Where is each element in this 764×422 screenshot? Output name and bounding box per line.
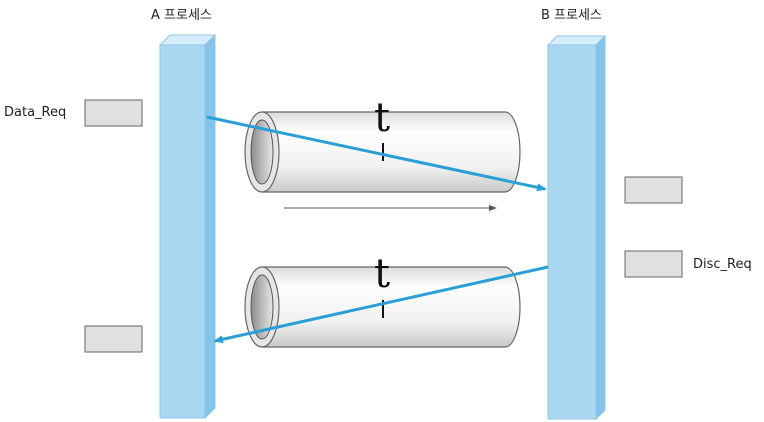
process-a-label: A 프로세스	[151, 8, 212, 23]
data-req-arrow	[206, 115, 547, 192]
process-b-bar	[546, 34, 607, 421]
disc-req-label: Disc_Req	[693, 257, 752, 272]
b-received-box	[624, 176, 683, 204]
data-req-label: Data_Req	[4, 105, 67, 120]
process-b-label: B 프로세스	[541, 8, 602, 23]
disc-req-arrow	[213, 265, 549, 344]
data-req-box	[84, 99, 143, 127]
disc-req-box	[624, 250, 683, 278]
process-a-bar	[158, 33, 217, 420]
top-time-label: t	[374, 95, 391, 141]
a-received-box	[84, 325, 143, 353]
bottom-time-label: t	[374, 251, 391, 297]
